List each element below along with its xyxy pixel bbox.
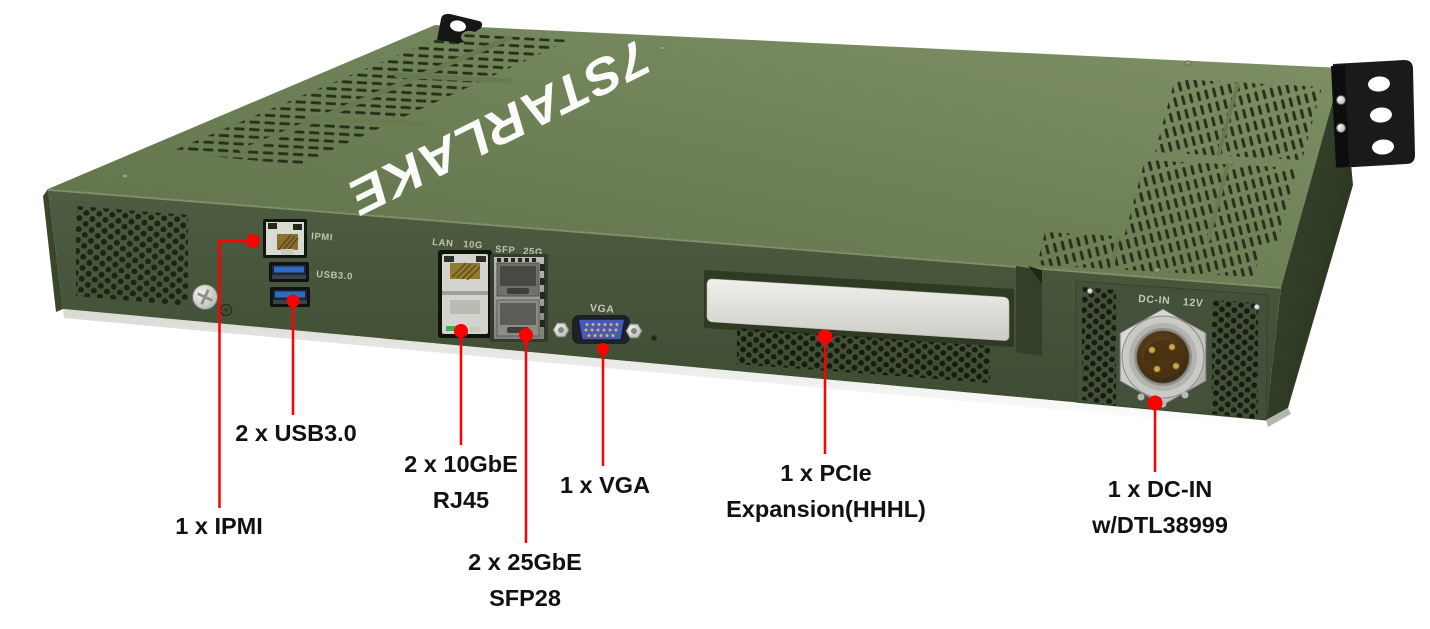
- label-sfp28-line1: 2 x 25GbE: [468, 549, 582, 575]
- callout-dot-pcie: [817, 329, 833, 345]
- label-dcin-line2: w/DTL38999: [1092, 512, 1228, 538]
- rack-ear-right: [1331, 60, 1415, 168]
- panel-screw-small: [1253, 303, 1261, 311]
- top-vent-right-upper: [1155, 79, 1322, 160]
- callout-lines: [218, 239, 1157, 543]
- lan-speed-silkscreen: 10G: [463, 239, 483, 251]
- callout-line-ipmi: [218, 239, 253, 508]
- chassis-right-face: [1266, 68, 1353, 420]
- front-top-edge-highlight: [47, 189, 1282, 289]
- chassis-left-edge: [43, 189, 63, 312]
- vga-pins: [584, 323, 619, 337]
- panel-hole: [651, 335, 657, 341]
- label-dcin: 1 x DC-IN w/DTL38999: [1092, 471, 1228, 543]
- label-vga-line1: 1 x VGA: [559, 472, 651, 498]
- dcin-vent-right: [1212, 300, 1258, 419]
- ear-hole: [450, 20, 466, 32]
- sfp-slot-2: [496, 299, 540, 337]
- vga-screw-left: [552, 322, 570, 338]
- dcin-connector: [1119, 308, 1207, 408]
- top-vent-right-lower: [1124, 160, 1298, 245]
- front-panel: IPMI USB3.0 LAN 10G: [76, 206, 1269, 421]
- vga-port: [552, 315, 643, 344]
- sfp-cage: [490, 254, 548, 342]
- callout-dot-dcin: [1147, 395, 1163, 411]
- lan-silkscreen: LAN: [432, 237, 454, 249]
- vga-screw-right: [625, 323, 643, 339]
- chassis-bottom-lip-right: [1266, 408, 1291, 427]
- label-pcie-line1: 1 x PCIe: [780, 460, 872, 486]
- hinge-screw: [1336, 123, 1346, 133]
- ear-hole: [1370, 107, 1392, 123]
- callout-dot-ipmi: [246, 234, 260, 248]
- top-vents: [170, 33, 1322, 277]
- ear-hole: [1368, 76, 1390, 92]
- label-dcin-line1: 1 x DC-IN: [1107, 476, 1213, 502]
- pcie-latch: [1016, 266, 1042, 356]
- label-ipmi: 1 x IPMI: [175, 508, 263, 544]
- panel-screw: [192, 284, 218, 310]
- label-rj45-line1: 2 x 10GbE: [404, 451, 518, 477]
- dcin-vent-left: [1082, 287, 1116, 406]
- front-vent-left: [76, 206, 188, 306]
- top-vent-front-right: [1037, 232, 1262, 277]
- top-rivets: [121, 45, 1192, 273]
- callout-dot-sfp28: [519, 328, 533, 342]
- sfp-slot-1: [496, 262, 540, 297]
- pcie-vent-holes: [737, 328, 990, 383]
- callout-dot-rj45: [454, 324, 468, 338]
- lan-rj45-port: [438, 250, 492, 338]
- dcin-key: [1137, 393, 1145, 401]
- callout-dots: [246, 234, 1163, 411]
- dcin-voltage-silkscreen: 12V: [1183, 296, 1204, 309]
- callout-dot-usb: [286, 294, 300, 308]
- dcin-key: [1181, 391, 1189, 399]
- pcie-filler-bracket: [706, 278, 1010, 341]
- dcin-pins: [1148, 343, 1180, 373]
- pcie-latch-notch: [1028, 266, 1042, 284]
- vent-ribs-left: [239, 34, 513, 155]
- ear-hole: [1372, 139, 1394, 155]
- panel-screw-small: [1086, 287, 1094, 295]
- label-usb: 2 x USB3.0: [235, 415, 356, 451]
- chassis-bottom-lip: [63, 309, 1267, 429]
- usb-port-1: [269, 262, 309, 282]
- label-vga: 1 x VGA: [560, 467, 650, 503]
- label-pcie: 1 x PCIe Expansion(HHHL): [726, 455, 926, 527]
- ear-hinge-bar: [1331, 65, 1349, 167]
- sfp-silkscreen: SFP: [495, 244, 516, 256]
- label-rj45-line2: RJ45: [432, 487, 490, 513]
- label-sfp28-line2: SFP28: [489, 585, 561, 611]
- label-usb-line1: 2 x USB3.0: [235, 420, 357, 446]
- dcin-area: DC-IN 12V: [1075, 280, 1269, 421]
- dcin-silkscreen: DC-IN: [1138, 293, 1171, 307]
- vent-ribs-right: [1110, 82, 1240, 269]
- hinge-screw: [1336, 95, 1346, 105]
- ipmi-silkscreen: IPMI: [311, 231, 334, 244]
- rack-ear-left: [437, 13, 483, 43]
- usb-silkscreen: USB3.0: [316, 269, 354, 283]
- label-sfp28: 2 x 25GbE SFP28: [468, 544, 582, 616]
- callout-dot-vga: [597, 343, 609, 355]
- pcie-expansion-slot: [704, 266, 1042, 383]
- vga-silkscreen: VGA: [590, 302, 615, 316]
- ipmi-port: [263, 219, 307, 258]
- label-rj45: 2 x 10GbE RJ45: [404, 446, 518, 518]
- label-ipmi-line1: 1 x IPMI: [175, 513, 263, 539]
- label-pcie-line2: Expansion(HHHL): [726, 496, 926, 522]
